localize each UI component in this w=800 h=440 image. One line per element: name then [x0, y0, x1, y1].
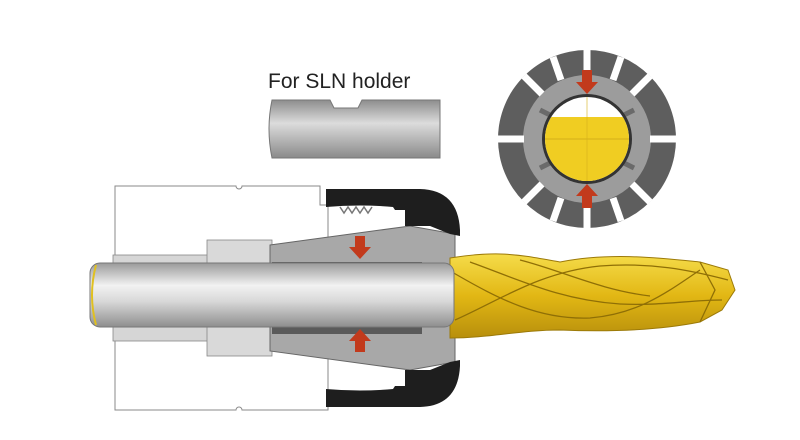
sln-holder-label: For SLN holder [268, 70, 411, 93]
clamp-arrow-up-icon [576, 184, 598, 208]
clamp-arrow-down-icon [576, 70, 598, 94]
clamp-arrow-down-icon [349, 236, 371, 259]
nut-thread [339, 205, 373, 215]
tool-shank [89, 262, 455, 328]
clamping-nut [326, 189, 460, 407]
drill [449, 253, 736, 339]
collet-slots [498, 50, 676, 228]
sln-shank [268, 99, 441, 159]
collet-cross-section [498, 50, 676, 228]
clamp-arrow-up-icon [349, 329, 371, 352]
